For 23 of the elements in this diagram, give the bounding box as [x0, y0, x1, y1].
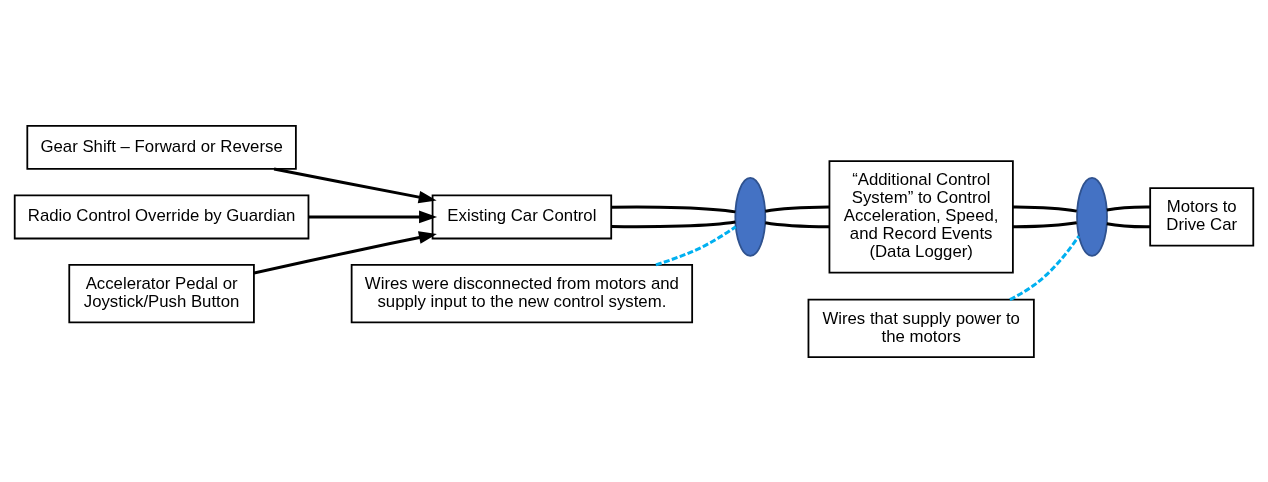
- connector: [1106, 221, 1151, 228]
- node-ellipse: [1076, 176, 1108, 257]
- node-box: Radio Control Override by Guardian: [13, 193, 310, 239]
- connector: [765, 205, 830, 213]
- connector: [1106, 205, 1151, 212]
- node-box: Motors to Drive Car: [1149, 186, 1255, 247]
- connector: [1013, 220, 1077, 228]
- connector: [611, 205, 736, 213]
- connector: [1009, 234, 1081, 301]
- connector: [1013, 205, 1077, 213]
- node-box: Wires that supply power to the motors: [807, 298, 1035, 358]
- node-box: Gear Shift – Forward or Reverse: [26, 124, 297, 170]
- node-box: Accelerator Pedal or Joystick/Push Button: [68, 263, 255, 323]
- arrow: [273, 167, 437, 203]
- node-box: “Additional Control System” to Control Acceleration, Speed, and Record Events (Data Logger): [828, 159, 1014, 274]
- node-ellipse: [734, 176, 767, 257]
- node-box: Wires were disconnected from motors and supply input to the new control system.: [350, 263, 694, 323]
- node-box: Existing Car Control: [431, 193, 613, 239]
- connector: [655, 225, 737, 266]
- arrow: [308, 210, 438, 223]
- connector: [611, 220, 736, 228]
- connector: [765, 220, 830, 228]
- arrow: [253, 230, 437, 275]
